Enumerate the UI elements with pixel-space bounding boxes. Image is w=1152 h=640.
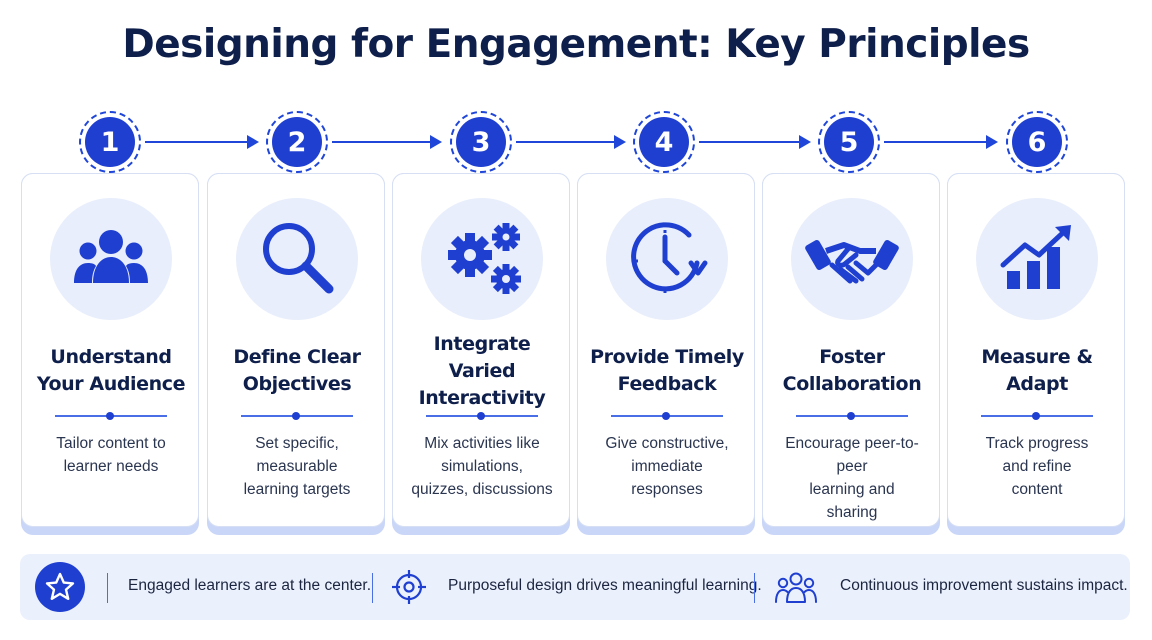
- people-icon: [775, 572, 817, 603]
- step-4-badge: 4: [633, 111, 695, 173]
- arrow-connector: [332, 135, 442, 149]
- step-1-badge: 1: [79, 111, 141, 173]
- separator: [107, 573, 108, 603]
- gears-icon: [421, 198, 543, 320]
- summary-text-2: Purposeful design drives meaningful lear…: [448, 577, 762, 594]
- summary-text-1: Engaged learners are at the center.: [128, 577, 371, 594]
- target-icon: [392, 570, 426, 604]
- divider: [611, 412, 723, 420]
- growth-chart-icon: [976, 198, 1098, 320]
- step-6-badge: 6: [1006, 111, 1068, 173]
- separator: [372, 573, 373, 603]
- step-number: 3: [456, 117, 506, 167]
- handshake-icon: [791, 198, 913, 320]
- clock-icon: [606, 198, 728, 320]
- page-title: Designing for Engagement: Key Principles: [122, 22, 1030, 67]
- divider: [426, 412, 538, 420]
- arrow-connector: [884, 135, 998, 149]
- step-number: 4: [639, 117, 689, 167]
- summary-bar: Engaged learners are at the center. Purp…: [20, 554, 1130, 620]
- step-number: 1: [85, 117, 135, 167]
- step-number: 2: [272, 117, 322, 167]
- arrow-connector: [516, 135, 626, 149]
- divider: [796, 412, 908, 420]
- divider: [55, 412, 167, 420]
- step-2-badge: 2: [266, 111, 328, 173]
- step-3-badge: 3: [450, 111, 512, 173]
- group-icon: [50, 198, 172, 320]
- step-number: 6: [1012, 117, 1062, 167]
- arrow-connector: [699, 135, 811, 149]
- card-title: Measure &Adapt: [981, 346, 1093, 395]
- separator: [754, 573, 755, 603]
- star-icon: [35, 562, 85, 612]
- divider: [241, 412, 353, 420]
- step-number: 5: [824, 117, 874, 167]
- divider: [981, 412, 1093, 420]
- magnifier-icon: [236, 198, 358, 320]
- step-5-badge: 5: [818, 111, 880, 173]
- arrow-connector: [145, 135, 259, 149]
- summary-text-3: Continuous improvement sustains impact.: [840, 577, 1128, 594]
